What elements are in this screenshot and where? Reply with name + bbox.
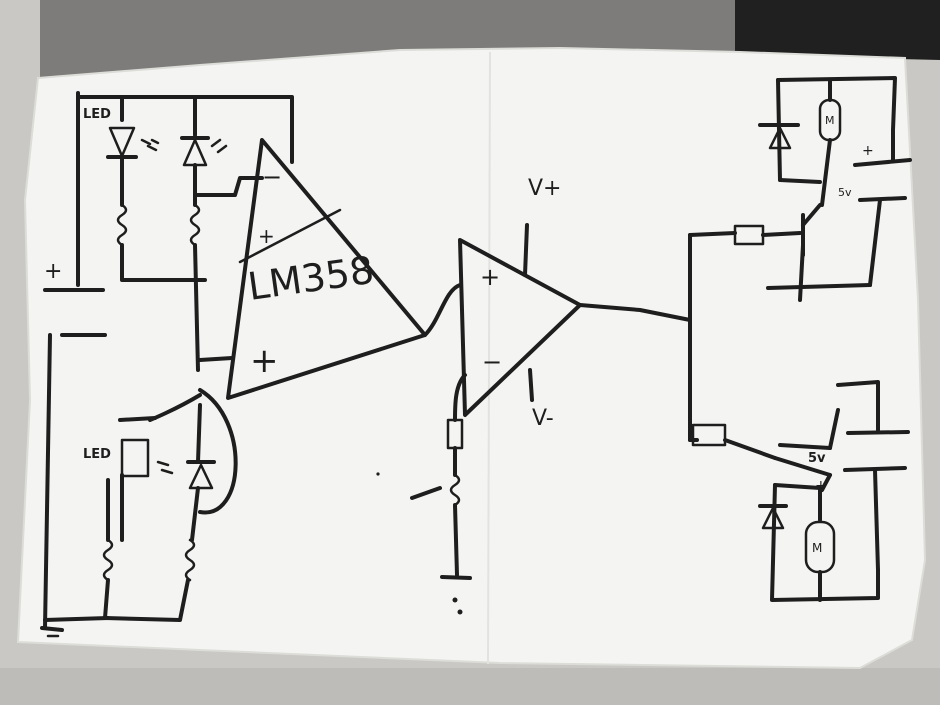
transistor-bottom-plus: + bbox=[815, 478, 827, 494]
second-opamp bbox=[458, 238, 582, 417]
motor-bottom-label: M bbox=[812, 541, 822, 555]
diode-top-icon bbox=[768, 126, 792, 150]
resistor-bottom-right bbox=[184, 538, 196, 582]
potentiometer-coil bbox=[449, 473, 461, 507]
five-v-bottom-label: 5v bbox=[808, 451, 826, 466]
led-top-icon bbox=[108, 126, 136, 158]
lm358-plus-input: + bbox=[250, 341, 279, 381]
led-bottom-label: LED bbox=[83, 447, 111, 462]
photodiode-bottom-icon bbox=[188, 463, 214, 490]
vplus-label: V+ bbox=[528, 176, 561, 201]
paper-sheet bbox=[16, 46, 927, 670]
right-circuit: M 5v + 5v + M bbox=[688, 76, 912, 602]
led-bottom-icon bbox=[120, 438, 150, 478]
opamp2-minus-mark: − bbox=[482, 348, 502, 376]
middle-circuit: + − V+ V- bbox=[376, 176, 692, 615]
resistor-top-left bbox=[116, 203, 128, 247]
motor-top-label: M bbox=[825, 114, 835, 127]
battery-top-plus: + bbox=[862, 143, 874, 159]
dark-corner bbox=[735, 0, 940, 60]
vminus-label: V- bbox=[532, 406, 554, 431]
five-v-top-label: 5v bbox=[838, 186, 852, 199]
paper-fold bbox=[487, 51, 491, 665]
lm358-opamp bbox=[226, 138, 427, 400]
opamp2-plus-mark: + bbox=[480, 263, 500, 291]
lm358-plus-mark: + bbox=[258, 224, 275, 248]
desk-bottom-edge bbox=[0, 668, 940, 705]
led-top-label: LED bbox=[83, 107, 111, 122]
resistor-bottom-left bbox=[102, 538, 114, 582]
resistor-top-right bbox=[189, 203, 201, 247]
battery-plus-mark: + bbox=[44, 259, 62, 284]
resistor-bottom-base bbox=[691, 423, 727, 447]
diode-bottom-icon bbox=[761, 506, 785, 530]
lm358-minus-mark: − bbox=[262, 163, 282, 191]
